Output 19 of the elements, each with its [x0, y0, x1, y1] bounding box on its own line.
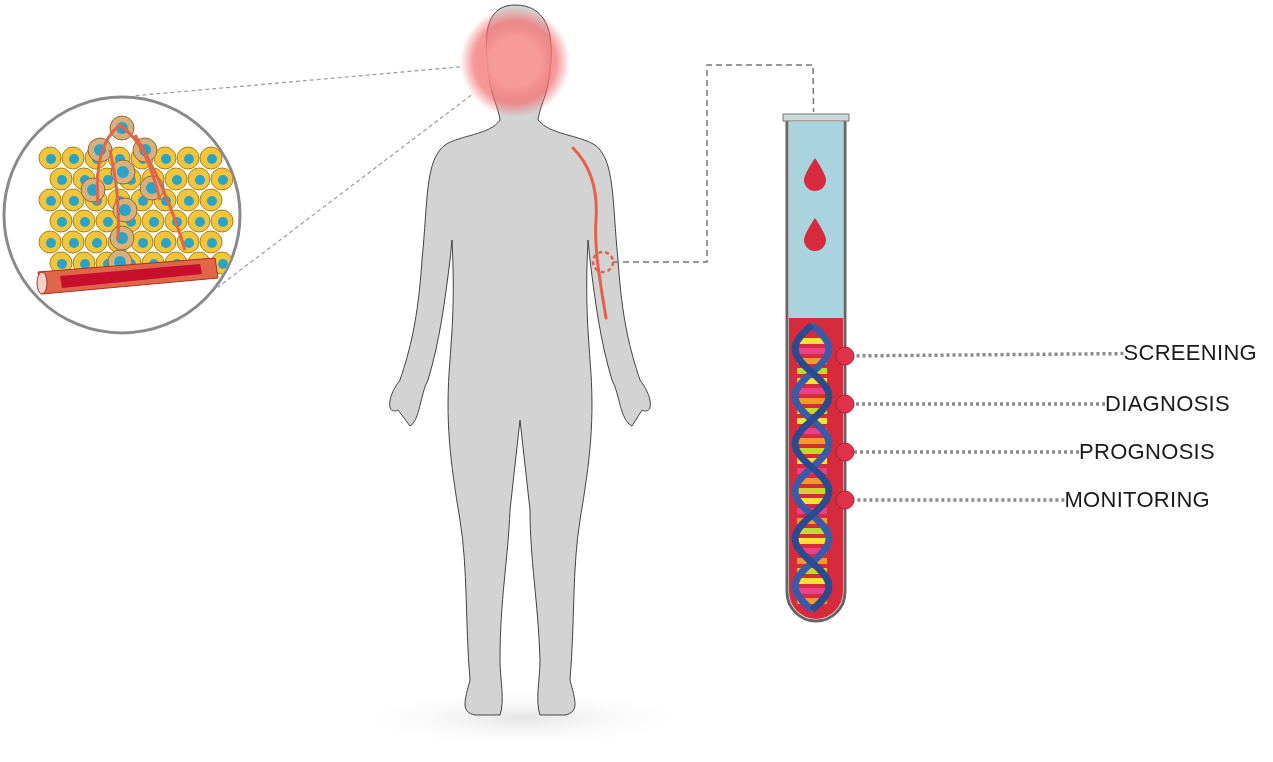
leader-line: [854, 351, 1124, 358]
connector-line: [612, 64, 815, 263]
blood-draw-marker: [593, 252, 613, 272]
tumor-tissue-drawing: [0, 93, 244, 337]
leader-line: [854, 498, 1065, 502]
blood-tube-drawing: [781, 112, 852, 624]
marker-dot: [834, 441, 856, 463]
stage-label: SCREENING: [1123, 340, 1257, 366]
inflammation-glow: [460, 7, 570, 117]
zoom-line: [134, 66, 461, 97]
marker-dot: [834, 345, 856, 367]
stage-label: MONITORING: [1064, 487, 1210, 513]
leader-line: [854, 450, 1080, 454]
marker-dot: [834, 489, 856, 511]
leader-line: [854, 402, 1106, 406]
stage-label: PROGNOSIS: [1079, 439, 1215, 465]
zoom-line: [217, 94, 472, 288]
stage-label: DIAGNOSIS: [1105, 391, 1230, 417]
marker-dot: [834, 393, 856, 415]
